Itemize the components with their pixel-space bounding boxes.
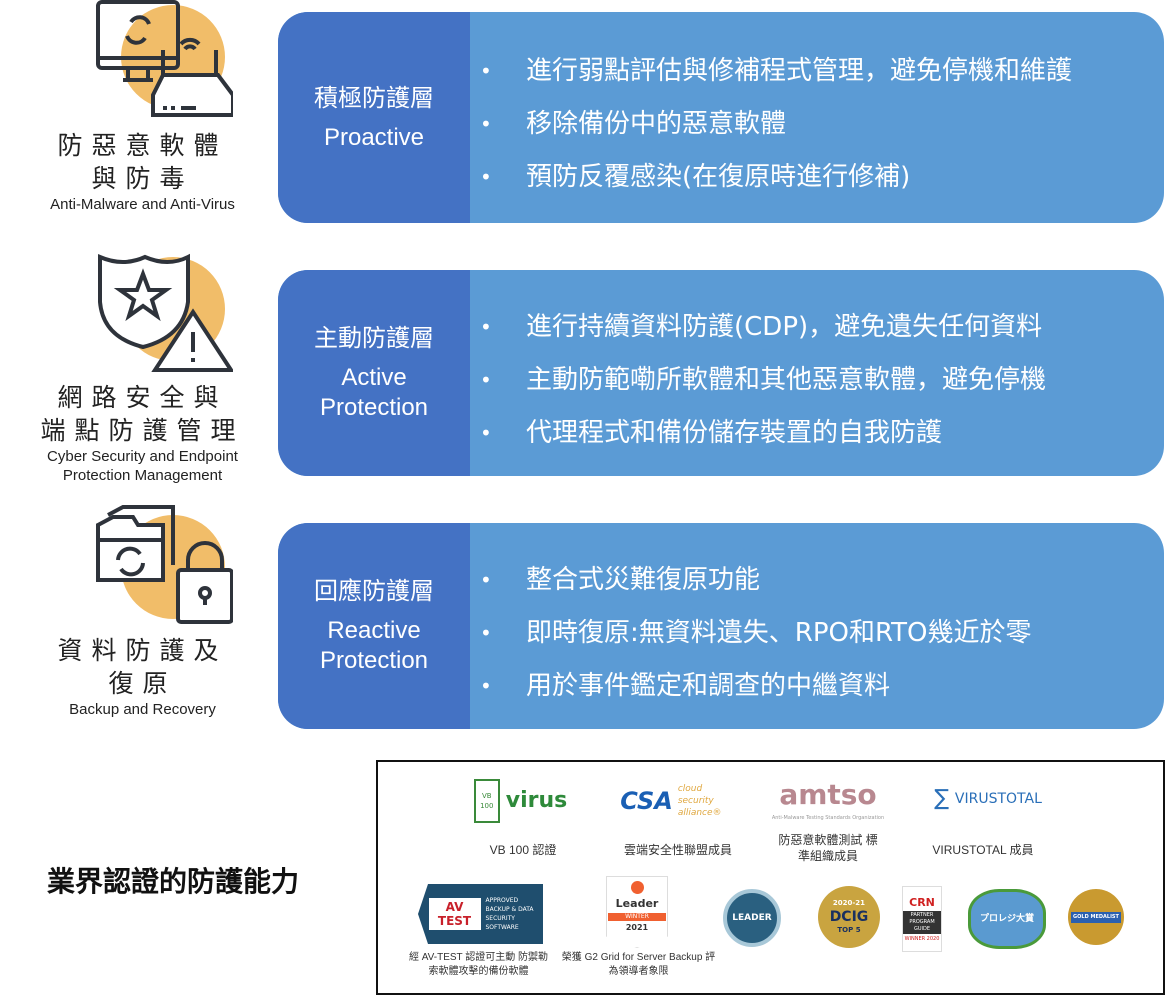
layer-bullets: •進行持續資料防護(CDP)，避免遺失任何資料 •主動防範嘞所軟體和其他惡意軟體… [470, 270, 1046, 476]
bullet-item: •進行持續資料防護(CDP)，避免遺失任何資料 [480, 312, 1043, 342]
bullet-item: •整合式災難復原功能 [480, 565, 761, 595]
bullet-item: •用於事件鑑定和調查的中繼資料 [480, 671, 891, 701]
certifications-heading: 業界認證的防護能力 [47, 865, 300, 898]
category-title-zh: 網路安全與端點防護管理 [40, 383, 245, 445]
leader-badge: LEADER [723, 889, 781, 947]
vb100-logo: VB 100 virus [473, 778, 568, 824]
category-anti-malware: 防惡意軟體與防毒 Anti-Malware and Anti-Virus [20, 0, 265, 214]
computer-router-icon [53, 0, 233, 125]
category-backup-recovery: 資料防護及復原 Backup and Recovery [20, 505, 265, 719]
bullet-item: •即時復原:無資料遺失、RPO和RTO幾近於零 [480, 618, 1032, 648]
csa-logo: CSA cloud security alliance® [620, 784, 722, 818]
cert-caption: VB 100 認證 [489, 843, 557, 857]
bullet-item: •代理程式和備份儲存裝置的自我防護 [480, 418, 943, 448]
category-title-zh: 資料防護及復原 [57, 636, 228, 698]
folder-lock-icon [53, 505, 233, 630]
cert-caption: 經 AV-TEST 認證可主動 防禦勒索軟體攻擊的備份軟體 [408, 952, 549, 977]
vector-award-badge: プロレジ大賞 [968, 889, 1046, 949]
category-title-en: Cyber Security and Endpoint Protection M… [47, 448, 238, 484]
gold-medalist-badge: GOLD MEDALIST [1068, 889, 1124, 945]
av-test-logo: AV TEST APPROVED BACKUP & DATA SECURITY … [418, 884, 543, 944]
cert-caption: 防惡意軟體測試 標準組織成員 [778, 833, 878, 863]
g2-leader-badge: Leader WINTER 2021 [606, 876, 668, 948]
virustotal-logo: ∑ VIRUSTOTAL [934, 786, 1042, 811]
dcig-badge: 2020-21 DCIG TOP 5 [818, 886, 880, 948]
cert-caption: VIRUSTOTAL 成員 [932, 843, 1034, 857]
certifications-box: VB 100 virus VB 100 認證 CSA cloud securit… [376, 760, 1165, 995]
category-title-en: Backup and Recovery [69, 701, 216, 718]
crn-badge: CRN PARTNER PROGRAM GUIDE WINNER 2020 [902, 886, 942, 952]
cert-caption: 雲端安全性聯盟成員 [623, 843, 732, 857]
layer-bullets: •整合式災難復原功能 •即時復原:無資料遺失、RPO和RTO幾近於零 •用於事件… [470, 523, 1032, 729]
category-cyber-security: 網路安全與端點防護管理 Cyber Security and Endpoint … [20, 252, 265, 485]
category-title-en: Anti-Malware and Anti-Virus [50, 196, 235, 213]
amtso-logo: amtso Anti-Malware Testing Standards Org… [771, 778, 885, 821]
cert-caption: 榮獲 G2 Grid for Server Backup 評為領導者象限 [561, 952, 716, 977]
shield-warning-icon [53, 252, 233, 377]
layer-bullets: •進行弱點評估與修補程式管理，避免停機和維護 •移除備份中的惡意軟體 •預防反覆… [470, 12, 1072, 223]
bullet-item: •移除備份中的惡意軟體 [480, 109, 787, 139]
category-title-zh: 防惡意軟體與防毒 [57, 131, 228, 193]
bullet-item: •預防反覆感染(在復原時進行修補) [480, 162, 911, 192]
bullet-item: •進行弱點評估與修補程式管理，避免停機和維護 [480, 56, 1073, 86]
bullet-item: •主動防範嘞所軟體和其他惡意軟體，避免停機 [480, 365, 1047, 395]
